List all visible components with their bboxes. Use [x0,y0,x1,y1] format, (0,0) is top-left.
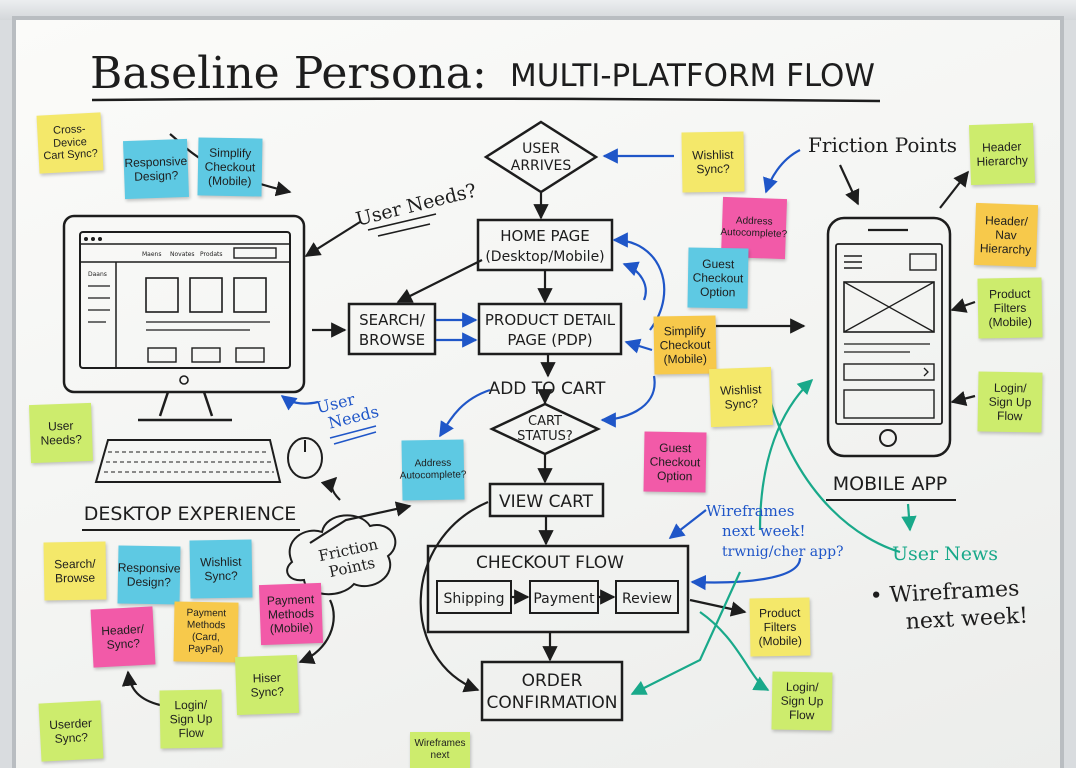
sticky-note-login-signup-bottom-right: Login/ Sign Up Flow [771,671,833,731]
sticky-note-product-filters-right: Product Filters (Mobile) [977,277,1043,339]
teal-arrows [630,378,917,695]
sticky-note-cross-device-cart-sync: Cross-Device Cart Sync? [36,112,104,174]
cart-status-diamond [489,402,601,456]
sticky-note-userder-sync: Userder Sync? [38,700,104,762]
mobile-phone [826,216,952,458]
sticky-note-header-hierarchy: Header Hierarchy [968,122,1036,186]
sticky-note-login-signup-right: Login/ Sign Up Flow [977,371,1043,433]
sticky-note-simplify-checkout-mid: Simplify Checkout (Mobile) [653,315,717,375]
sticky-note-simplify-checkout-top: Simplify Checkout (Mobile) [197,137,263,197]
wireframes-blue-label: Wireframes [706,502,794,520]
sticky-note-wishlist-sync-mid: Wishlist Sync? [709,366,773,428]
desktop-nav-item: Prodats [200,251,222,258]
home-page-label: HOME PAGE [500,227,589,245]
sticky-note-payment-methods-mobile: Payment Methods (Mobile) [258,582,324,646]
window-dot [84,237,88,241]
order-confirmation-label: CONFIRMATION [486,693,617,713]
sticky-note-wishlist-sync-bottom: Wishlist Sync? [189,539,253,599]
sticky-note-responsive-design-bottom: Responsive Design? [117,545,181,605]
sticky-note-header-sync: Header/ Sync? [90,606,156,668]
desktop-nav-item: Maens [142,251,161,258]
sticky-note-responsive-design-top: Responsive Design? [123,138,189,200]
sticky-note-hiser-sync: Hiser Sync? [235,654,299,716]
sticky-note-wireframes-bottom: Wireframes next [410,732,470,768]
shipping-label: Shipping [443,591,504,607]
sticky-note-guest-checkout-top: Guest Checkout Option [687,247,749,309]
sticky-note-header-nav-hierarchy: Header/ Nav Hierarchy [973,202,1039,268]
search-browse-label: SEARCH/ [359,311,426,329]
sticky-note-user-needs-left: User Needs? [29,402,93,464]
cart-status-label: STATUS? [517,429,573,444]
desktop-experience-label: DESKTOP EXPERIENCE [84,503,297,525]
wireframes-blue-label: next week! [722,522,806,540]
user-news-label: User News [892,543,998,565]
order-confirmation-label: ORDER [522,671,583,691]
mouse-icon [287,437,323,479]
sticky-note-guest-checkout-mid: Guest Checkout Option [643,431,707,493]
add-to-cart-label: ADD TO CART [489,379,606,399]
pdp-box [477,302,623,356]
home-page-label: (Desktop/Mobile) [485,249,604,265]
sticky-note-search-browse-left: Search/ Browse [43,541,107,601]
user-needs-underline [367,213,437,237]
keyboard-icon [94,439,282,483]
desktop-nav-item: Novates [170,251,195,258]
friction-points-cloud [286,514,397,596]
cart-status-label: CART [528,414,562,429]
pdp-label: PRODUCT DETAIL [485,311,616,329]
checkout-flow-label: CHECKOUT FLOW [476,553,624,573]
user-arrives-diamond [483,120,599,194]
mobile-app-label: MOBILE APP [833,473,948,495]
wall [0,0,1076,20]
title-part1: Baseline Persona: [90,48,487,99]
title-underline [91,97,881,103]
payment-label: Payment [533,591,595,607]
review-box [615,580,679,614]
payment-box [529,580,599,614]
search-browse-box [347,302,437,356]
desktop-monitor [62,214,306,422]
view-cart-box [488,482,605,518]
user-arrives-label: USER [522,141,560,157]
sticky-note-payment-methods-card: Payment Methods (Card, PayPal) [173,601,239,663]
window-dot [91,237,95,241]
home-page-box [476,218,614,272]
sticky-note-login-signup-bottom: Login/ Sign Up Flow [159,689,223,749]
sticky-note-address-autocomplete-mid: Address Autocomplete? [400,439,467,501]
shipping-box [436,580,512,614]
pdp-label: PAGE (PDP) [507,331,592,349]
search-browse-label: BROWSE [359,331,425,349]
title-part2: MULTI-PLATFORM FLOW [510,58,875,94]
user-arrives-label: ARRIVES [511,158,572,174]
sticky-note-wishlist-sync-top: Wishlist Sync? [681,131,745,193]
wireframes-blue-label: trwnig/cher app? [722,544,844,560]
wireframes-black-label: next week! [905,603,1029,634]
order-confirmation-box [480,660,624,722]
desktop-sidebar-label: Daans [88,271,107,278]
friction-points-top-label: Friction Points [808,133,957,157]
user-needs-top-label: User Needs? [354,179,479,230]
window-dot [98,237,102,241]
user-needs-mid-underline [329,425,377,445]
review-label: Review [622,591,672,607]
checkout-flow-box [426,544,690,634]
view-cart-label: VIEW CART [499,492,594,512]
sticky-note-product-filters-bottom: Product Filters (Mobile) [749,597,811,657]
